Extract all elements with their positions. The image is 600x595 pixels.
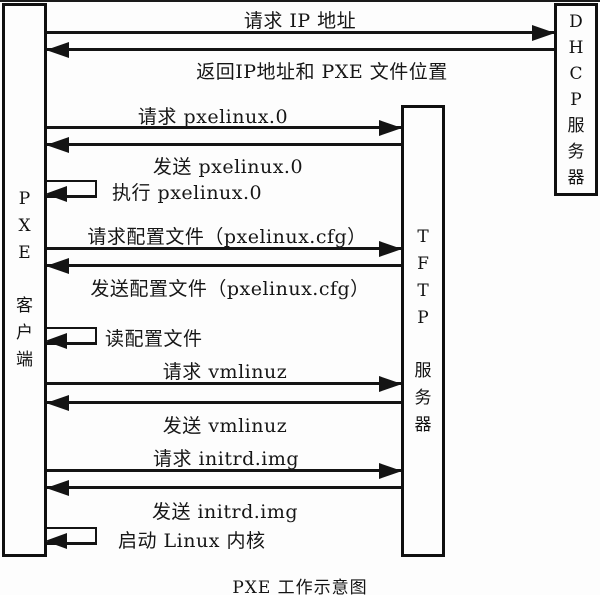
arrow-shaft: [47, 31, 554, 34]
message-label: 启动 Linux 内核: [118, 530, 266, 552]
actor-pxe-client: P X E 客 户 端: [2, 3, 47, 557]
actor-label-char: C: [569, 63, 583, 84]
arrowhead-left-icon: [46, 41, 69, 58]
actor-label-char: P: [417, 307, 429, 328]
message-arrow-request-pxelinux: [47, 119, 402, 136]
message-arrow-send-initrd: [46, 479, 401, 496]
message-arrow-send-pxelinux: [46, 136, 401, 153]
actor-label-char: 端: [16, 350, 33, 370]
message-label: 发送 pxelinux.0: [152, 156, 304, 178]
message-arrow-request-config: [47, 240, 402, 257]
arrowhead-right-icon: [379, 240, 402, 257]
arrowhead-right-icon: [379, 462, 402, 479]
arrowhead-left-icon: [46, 136, 69, 153]
actor-label-char: 器: [567, 167, 585, 188]
arrow-shaft: [47, 126, 401, 129]
actor-label-char: T: [417, 280, 429, 301]
actor-label-char: P: [570, 89, 582, 110]
message-label: 请求 IP 地址: [243, 10, 357, 32]
arrowhead-left-icon: [46, 257, 69, 274]
arrowhead-left-icon: [46, 394, 69, 411]
message-label: 读配置文件: [105, 328, 203, 350]
actor-label-char: T: [417, 226, 429, 247]
self-loop-execute-pxelinux: [45, 180, 97, 202]
top-border-line: [0, 0, 600, 2]
message-arrow-return-ip: [46, 41, 554, 58]
message-label: 返回IP地址和 PXE 文件位置: [196, 61, 448, 83]
arrowhead-right-icon: [532, 24, 555, 41]
actor-label-char: H: [568, 37, 584, 58]
arrowhead-right-icon: [379, 119, 402, 136]
arrowhead-left-icon: [45, 533, 67, 549]
arrow-shaft: [47, 382, 401, 385]
actor-label-char: F: [417, 253, 429, 274]
message-label: 请求 pxelinux.0: [137, 106, 289, 128]
arrow-shaft: [47, 48, 554, 51]
arrowhead-left-icon: [46, 479, 69, 496]
actor-label-char: X: [18, 216, 31, 236]
actor-tftp-server: T F T P 服 务 器: [401, 105, 445, 557]
message-arrow-request-initrd: [47, 462, 402, 479]
arrow-shaft: [47, 247, 401, 250]
actor-label-char: 户: [16, 323, 33, 343]
message-label: 请求配置文件（pxelinux.cfg）: [87, 226, 367, 248]
actor-label-char: 客: [16, 296, 33, 316]
actor-label-char: 务: [414, 387, 432, 408]
message-label: 发送 initrd.img: [151, 501, 299, 523]
message-arrow-request-vmlinuz: [47, 375, 402, 392]
message-label: 执行 pxelinux.0: [112, 182, 263, 204]
diagram-caption: PXE 工作示意图: [232, 578, 368, 595]
message-label: 请求 vmlinuz: [162, 361, 288, 383]
arrow-shaft: [47, 264, 401, 267]
actor-label-char: 务: [567, 141, 585, 162]
arrowhead-left-icon: [45, 333, 67, 349]
actor-label-char: 服: [414, 360, 432, 381]
actor-label-char: 器: [414, 414, 432, 435]
message-label: 请求 initrd.img: [152, 448, 300, 470]
self-loop-boot-kernel: [45, 527, 97, 549]
message-arrow-send-config: [46, 257, 401, 274]
actor-label-char: D: [569, 11, 583, 32]
arrowhead-right-icon: [379, 375, 402, 392]
message-arrow-send-vmlinuz: [46, 394, 401, 411]
arrow-shaft: [47, 401, 401, 404]
actor-label-char: E: [18, 243, 31, 263]
self-loop-read-config: [45, 327, 97, 349]
actor-dhcp-server: D H C P 服 务 器: [554, 3, 598, 196]
arrow-shaft: [47, 486, 401, 489]
message-arrow-request-ip: [47, 24, 555, 41]
arrow-shaft: [47, 143, 401, 146]
arrow-shaft: [47, 469, 401, 472]
actor-label-char: P: [18, 189, 31, 209]
message-label: 发送配置文件（pxelinux.cfg）: [90, 278, 370, 300]
actor-label-char: 服: [567, 115, 585, 136]
message-label: 发送 vmlinuz: [162, 415, 288, 437]
arrowhead-left-icon: [45, 186, 67, 202]
